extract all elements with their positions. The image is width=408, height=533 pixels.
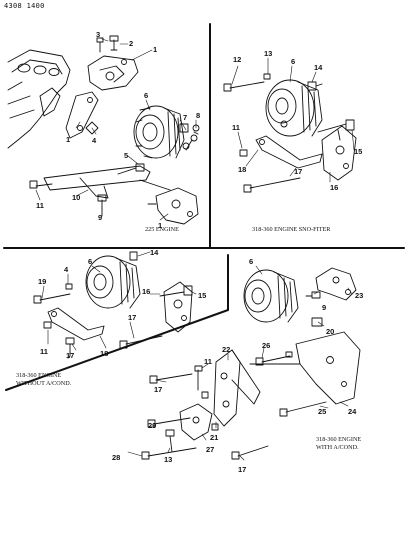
- q1-alternator: [133, 105, 190, 159]
- callout-q1-8: 5: [124, 151, 128, 160]
- caption-without-ac: 318-360 ENGINE WITHOUT A/COND.: [16, 372, 71, 387]
- q4-fasteners: [141, 351, 327, 460]
- panel-dividers: [3, 23, 405, 391]
- callout-q1-7: 8: [196, 111, 200, 120]
- callout-q3-0: 6: [88, 257, 92, 266]
- callout-q4-4: 22: [222, 345, 230, 354]
- callout-q3-1: 14: [150, 248, 159, 257]
- callout-q3-5: 15: [198, 291, 206, 300]
- callout-q3-8: 17: [66, 351, 74, 360]
- callout-q4-11: 21: [210, 433, 218, 442]
- callout-q1-9: 11: [36, 201, 44, 210]
- page-code: 4308 1400: [4, 2, 45, 10]
- caption-with-ac-line1: 318-360 ENGINE: [316, 436, 362, 443]
- q3-fasteners: [33, 283, 193, 359]
- q1-engine-block: [7, 49, 71, 149]
- callout-q4-15: 17: [238, 465, 246, 474]
- caption-225-engine: 225 ENGINE: [145, 226, 179, 233]
- callout-q4-13: 13: [164, 455, 172, 464]
- callout-q3-4: 16: [142, 287, 150, 296]
- callout-q1-11: 9: [98, 213, 102, 222]
- callout-q2-8: 16: [330, 183, 338, 192]
- callout-q1-10: 10: [72, 193, 80, 202]
- callout-q2-4: 11: [232, 123, 240, 132]
- callout-q4-7: 17: [154, 385, 162, 394]
- callout-q1-3: 6: [144, 91, 148, 100]
- q3-adjusting-strap: [47, 307, 105, 341]
- callout-q1-12: 1: [158, 221, 162, 230]
- callout-q3-2: 4: [64, 265, 69, 274]
- callout-q3-3: 19: [38, 277, 46, 286]
- callout-q4-2: 9: [322, 303, 326, 312]
- callout-q2-5: 15: [354, 147, 362, 156]
- q4-small-bracket: [179, 403, 213, 441]
- q1-adjusting-strap: [65, 91, 99, 139]
- callout-q3-9: 18: [100, 349, 108, 358]
- callout-q4-6: 11: [204, 357, 212, 366]
- q3-mounting-plate: [163, 281, 193, 333]
- callout-q2-3: 14: [314, 63, 323, 72]
- q3-alternator: [85, 251, 141, 309]
- callout-q1-6: 7: [183, 113, 187, 122]
- callout-q1-1: 2: [129, 39, 133, 48]
- q2-adjusting-strap: [255, 135, 323, 169]
- callout-q4-12: 28: [112, 453, 120, 462]
- q1-lower-brace: [43, 165, 171, 199]
- callout-numbers: 3 2 1 6 4 1 7 8 5 11 10 9 1 12 13 6 14 1…: [36, 30, 363, 474]
- callout-q4-1: 23: [355, 291, 363, 300]
- q2-mounting-plate: [321, 125, 357, 181]
- q4-alternator: [243, 269, 299, 323]
- caption-without-ac-line2: WITHOUT A/COND.: [16, 379, 72, 387]
- callout-q2-2: 6: [291, 57, 295, 66]
- q1-fasteners: [29, 124, 200, 217]
- callout-q4-8: 29: [148, 421, 156, 430]
- callout-q2-6: 18: [238, 165, 246, 174]
- callout-q4-0: 6: [249, 257, 253, 266]
- callout-q1-5: 1: [66, 135, 70, 144]
- callout-q3-7: 11: [40, 347, 48, 356]
- callout-q1-2: 1: [153, 45, 157, 54]
- callout-q2-0: 12: [233, 55, 241, 64]
- caption-without-ac-line1: 318-360 ENGINE: [16, 372, 62, 379]
- q1-upper-bracket: [87, 35, 139, 91]
- callout-q4-10: 24: [348, 407, 357, 416]
- q4-upper-bracket: [305, 267, 357, 327]
- callout-q2-1: 13: [264, 49, 272, 58]
- callout-q1-0: 3: [96, 30, 100, 39]
- q1-lower-bracket: [147, 187, 199, 225]
- callout-q2-7: 17: [294, 167, 302, 176]
- callout-q3-6: 17: [128, 313, 136, 322]
- callout-q4-3: 20: [326, 327, 334, 336]
- callout-q4-14: 27: [206, 445, 214, 454]
- q4-main-bracket: [213, 331, 361, 427]
- callout-q4-9: 25: [318, 407, 326, 416]
- caption-with-ac: 318-360 ENGINE WITH A/COND.: [316, 436, 361, 451]
- caption-sno-fiter: 318-360 ENGINE SNO-FITER: [252, 226, 331, 233]
- caption-with-ac-line2: WITH A/COND.: [316, 443, 359, 451]
- callout-q4-5: 26: [262, 341, 270, 350]
- q2-alternator: [265, 79, 323, 137]
- leader-lines: [35, 38, 355, 461]
- callout-q1-4: 4: [92, 136, 97, 145]
